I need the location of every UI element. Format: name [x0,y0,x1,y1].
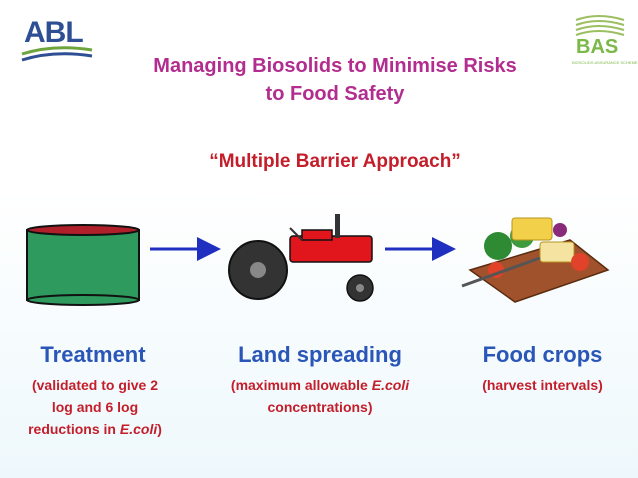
stage-note-treatment: (validated to give 2 log and 6 log reduc… [28,377,162,437]
stage-title-food-crops: Food crops [482,342,603,367]
bas-logo-text: BAS [576,36,619,58]
bas-logo: BAS BIOSOLIDS ASSURANCE SCHEME [568,10,638,68]
process-illustration [26,214,610,306]
stage-title-treatment: Treatment [40,342,146,367]
slide-title-line1: Managing Biosolids to Minimise Risks [153,55,517,77]
abl-swoosh-icon [21,46,93,62]
abl-logo-text: ABL [24,16,84,49]
food-crops-icon [461,217,610,303]
stage-title-land-spreading: Land spreading [238,342,402,367]
stage-note-land-spreading: (maximum allowable E.coli concentrations… [230,377,410,415]
tractor-icon [228,214,374,302]
abl-logo: ABL [18,14,96,66]
slide-title-line2: to Food Safety [265,83,405,105]
slide-subtitle: “Multiple Barrier Approach” [209,151,461,172]
slide-title: Managing Biosolids to Minimise Risks to … [100,52,570,108]
bas-logo-tagline: BIOSOLIDS ASSURANCE SCHEME [572,60,638,65]
field-rows-icon [575,15,625,36]
stage-note-food-crops: (harvest intervals) [482,377,603,393]
treatment-tank-icon [26,224,140,306]
